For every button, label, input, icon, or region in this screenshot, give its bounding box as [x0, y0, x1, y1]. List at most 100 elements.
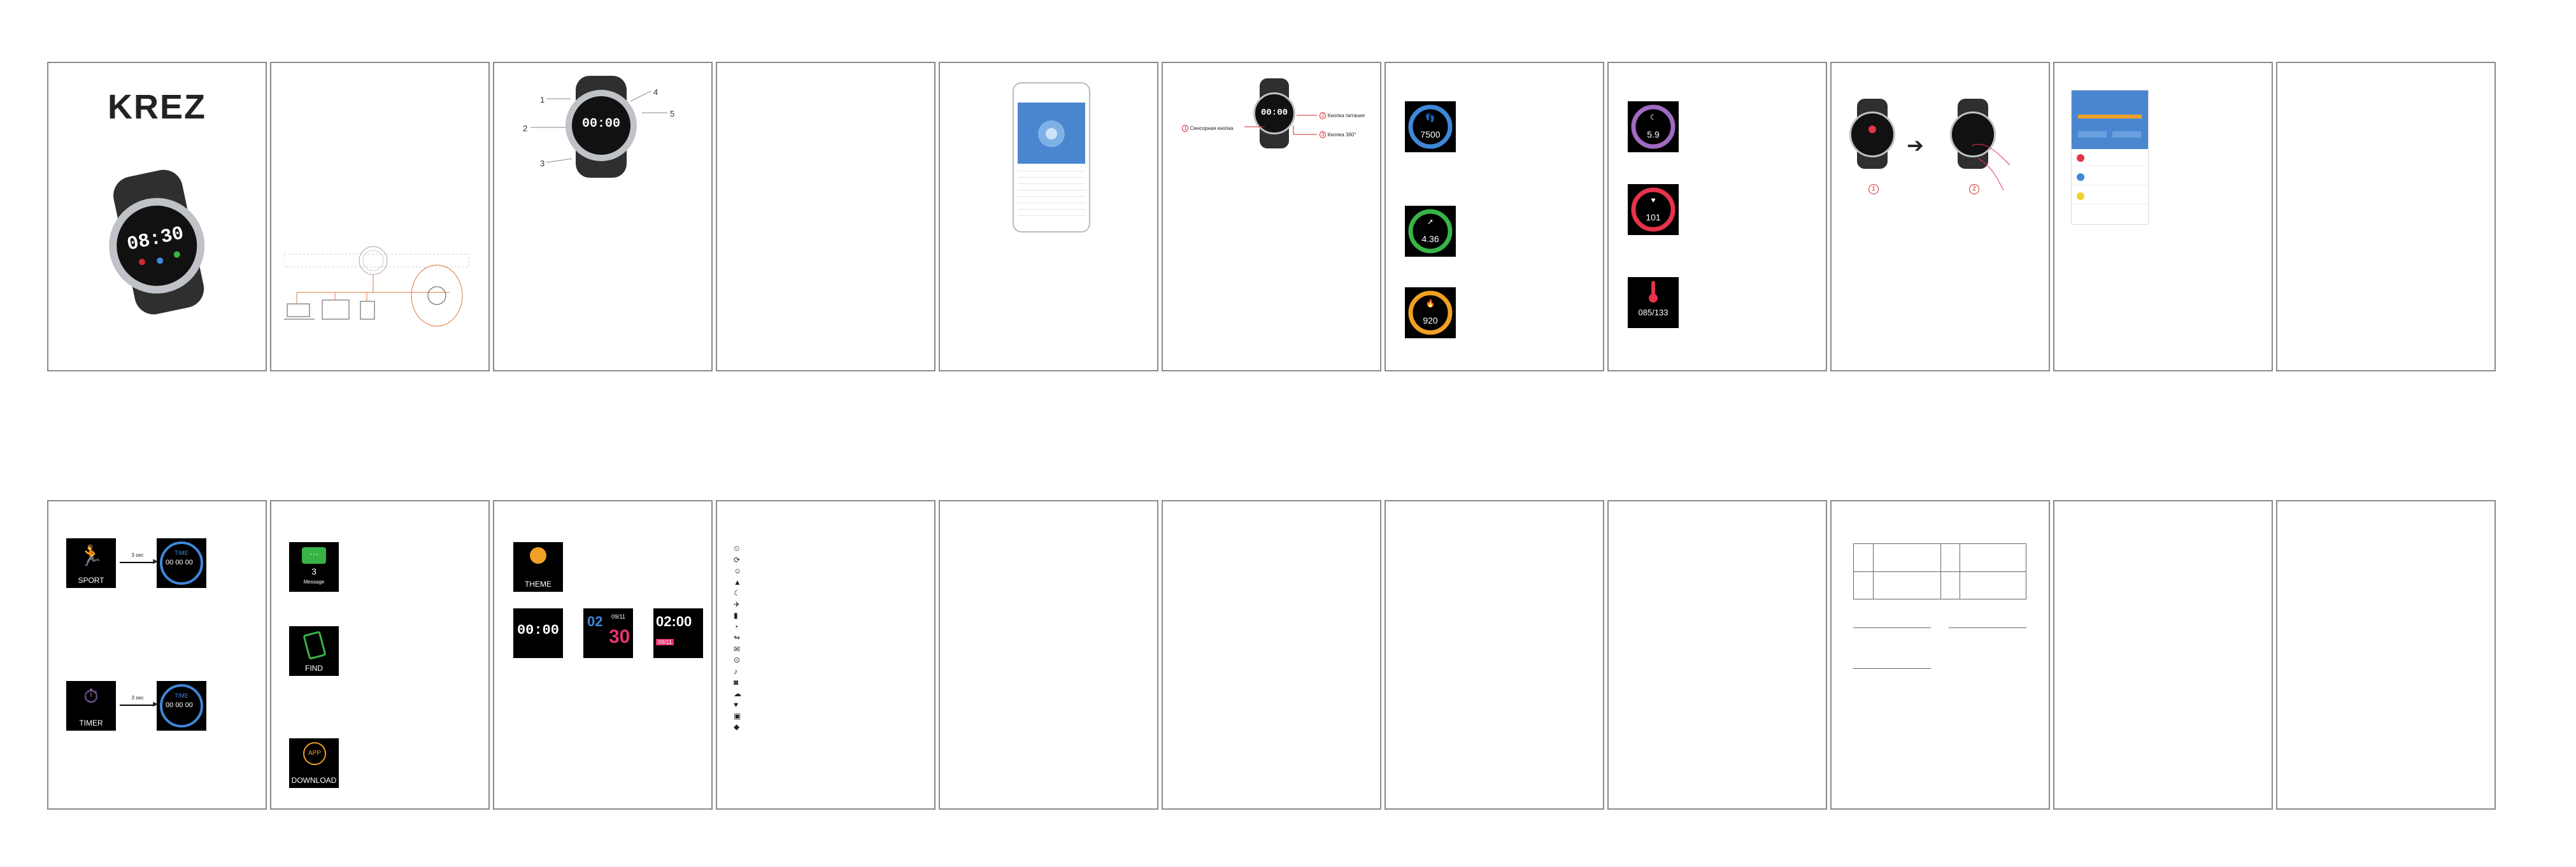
- camera-icon: ◙: [734, 678, 739, 687]
- lock-icon: ▣: [734, 711, 741, 720]
- page-theme: THEME 00:00 02 09/11 30 02:00 09/11: [493, 500, 713, 810]
- sequence-step-2: 2: [1969, 184, 1979, 194]
- label-360-num: 3: [1320, 131, 1327, 138]
- label-touch-text: Сенсорная кнопка: [1190, 125, 1234, 131]
- running-icon: 🏃: [78, 544, 104, 567]
- page-message-find: ··· 3 Message FIND APP DOWNLOAD: [270, 500, 490, 810]
- clock-icon: ⏲: [734, 544, 740, 553]
- label-power-num: 2: [1320, 112, 1327, 119]
- bp-value-2: 133: [1654, 308, 1669, 317]
- heart-icon: ♥: [1651, 196, 1656, 204]
- signature-line-1: [1853, 627, 1931, 628]
- find-label: FIND: [305, 664, 323, 673]
- page-health: ☾ 5.9 ♥ 101 085/133: [1607, 62, 1827, 371]
- steps-ring-tile: 👣 7500: [1405, 101, 1456, 152]
- sequence-watch-2: [1947, 99, 1998, 169]
- stopwatch-icon: ⏱: [83, 686, 99, 707]
- callout-2: 2: [523, 124, 528, 133]
- palette-icon: [530, 547, 546, 564]
- sport-watch-face: TIME 00 00 00: [157, 538, 206, 588]
- app-dashboard-image: [2071, 90, 2149, 225]
- sleep-value: 5.9: [1647, 129, 1660, 140]
- label-power: 2 Кнопка питания: [1320, 112, 1365, 119]
- timer-watch-face: TIME 00 00 00: [157, 681, 206, 731]
- steps-icon: 👣: [1425, 113, 1436, 122]
- theme-face-3: 02:00 09/11: [653, 608, 703, 658]
- signature-line-3: [1853, 668, 1931, 669]
- bottle-icon: ▮: [734, 611, 738, 620]
- arrow-right-icon: ➔: [1907, 134, 1924, 157]
- calories-ring-tile: 🔥 920: [1405, 287, 1456, 338]
- route-icon: ↬: [734, 633, 741, 642]
- person-icon: ☺: [734, 566, 742, 575]
- sleep-ring-tile: ☾ 5.9: [1628, 101, 1679, 152]
- page-phone-app: [939, 62, 1158, 371]
- steps-value: 7500: [1420, 129, 1441, 140]
- page-app-dashboard: [2053, 62, 2273, 371]
- timer-digit-2: 00: [175, 701, 183, 709]
- theme-face-2-date: 09/11: [611, 613, 625, 620]
- page-blank-1: [716, 62, 936, 371]
- distance-value: 4.36: [1421, 234, 1439, 244]
- callout-5: 5: [670, 109, 675, 118]
- buttons-lines: [1244, 115, 1317, 135]
- chat-icon: ···: [302, 547, 326, 564]
- bp-value-1: 085: [1638, 308, 1653, 317]
- charging-illustration: [284, 246, 469, 327]
- alarm-icon: ⊙: [734, 656, 741, 664]
- download-tile: APP DOWNLOAD: [289, 738, 339, 788]
- page-watch-diagram: 00:00 1 2 3 4 5: [493, 62, 713, 371]
- timer-label: TIMER: [79, 719, 103, 727]
- label-touch-num: 1: [1182, 125, 1189, 132]
- label-power-text: Кнопка питания: [1327, 113, 1365, 118]
- theme-face-3-date: 09/11: [656, 639, 674, 645]
- page-buttons: 00:00 1 Сенсорная кнопка 2 Кнопка питани…: [1162, 62, 1381, 371]
- page-blank-2: [2276, 62, 2496, 371]
- flame-icon: ▲: [734, 577, 741, 587]
- phone-vibrate-icon: [302, 631, 327, 660]
- timer-digit-3: 00: [185, 701, 193, 709]
- page-cover: KREZ 08:30: [47, 62, 267, 371]
- calories-value: 920: [1423, 315, 1438, 326]
- shield-icon: ◆: [734, 722, 740, 731]
- sport-tile: 🏃 SPORT: [66, 538, 116, 588]
- run-icon: ✈: [734, 599, 741, 609]
- timer-digit-1: 00: [166, 701, 174, 709]
- hand-illustration: [1971, 143, 2010, 191]
- find-tile: FIND: [289, 626, 339, 676]
- page-blank-3: [939, 500, 1158, 810]
- thermometer-icon: [1649, 281, 1658, 303]
- page-blank-6: [1607, 500, 1827, 810]
- page-warranty: [1830, 500, 2050, 810]
- callout-lines: [530, 90, 667, 163]
- sport-arrow: 3 sec ▶: [120, 552, 158, 565]
- distance-icon: ➚: [1427, 217, 1434, 226]
- buttons-watch-time: 00:00: [1260, 108, 1288, 118]
- callout-4: 4: [653, 87, 658, 97]
- heart-ring-tile: ♥ 101: [1628, 184, 1679, 235]
- brand-logo: KREZ: [48, 87, 266, 127]
- diagram-watch-time: 00:00: [581, 117, 620, 131]
- heart-list-icon: ♥: [734, 700, 739, 709]
- distance-ring-tile: ➚ 4.36: [1405, 206, 1456, 257]
- sport-digits: 00 00 00: [166, 559, 193, 566]
- sport-digit-3: 00: [185, 559, 193, 566]
- message-label: Message: [303, 579, 325, 585]
- page-icon-list: ⏲ ⟳ ☺ ▲ ☾ ✈ ▮ ◔ ↬ ✉ ⊙ ♪ ◙ ☁ ♥ ▣ ◆: [716, 500, 936, 810]
- calories-icon: 🔥: [1425, 299, 1435, 308]
- bell-icon: ♪: [734, 666, 737, 676]
- page-blank-8: [2276, 500, 2496, 810]
- download-label: DOWNLOAD: [291, 776, 337, 785]
- download-icon-text: APP: [308, 750, 321, 757]
- page-sport-timer: 🏃 SPORT 3 sec ▶ TIME 00 00 00 ⏱ TIMER 3 …: [47, 500, 267, 810]
- buttons-watch-image: 00:00: [1252, 78, 1297, 148]
- brand-logo-text: KREZ: [108, 88, 206, 126]
- moon-icon: ☾: [1649, 113, 1657, 122]
- sport-digit-1: 00: [166, 559, 174, 566]
- label-touch: 1 Сенсорная кнопка: [1182, 125, 1234, 132]
- theme-face-3-time: 02:00: [656, 613, 692, 629]
- timer-list-icon: ◔: [734, 622, 739, 631]
- bp-tile: 085/133: [1628, 277, 1679, 328]
- theme-face-1-time: 00:00: [516, 622, 559, 638]
- moon-list-icon: ☾: [734, 589, 741, 598]
